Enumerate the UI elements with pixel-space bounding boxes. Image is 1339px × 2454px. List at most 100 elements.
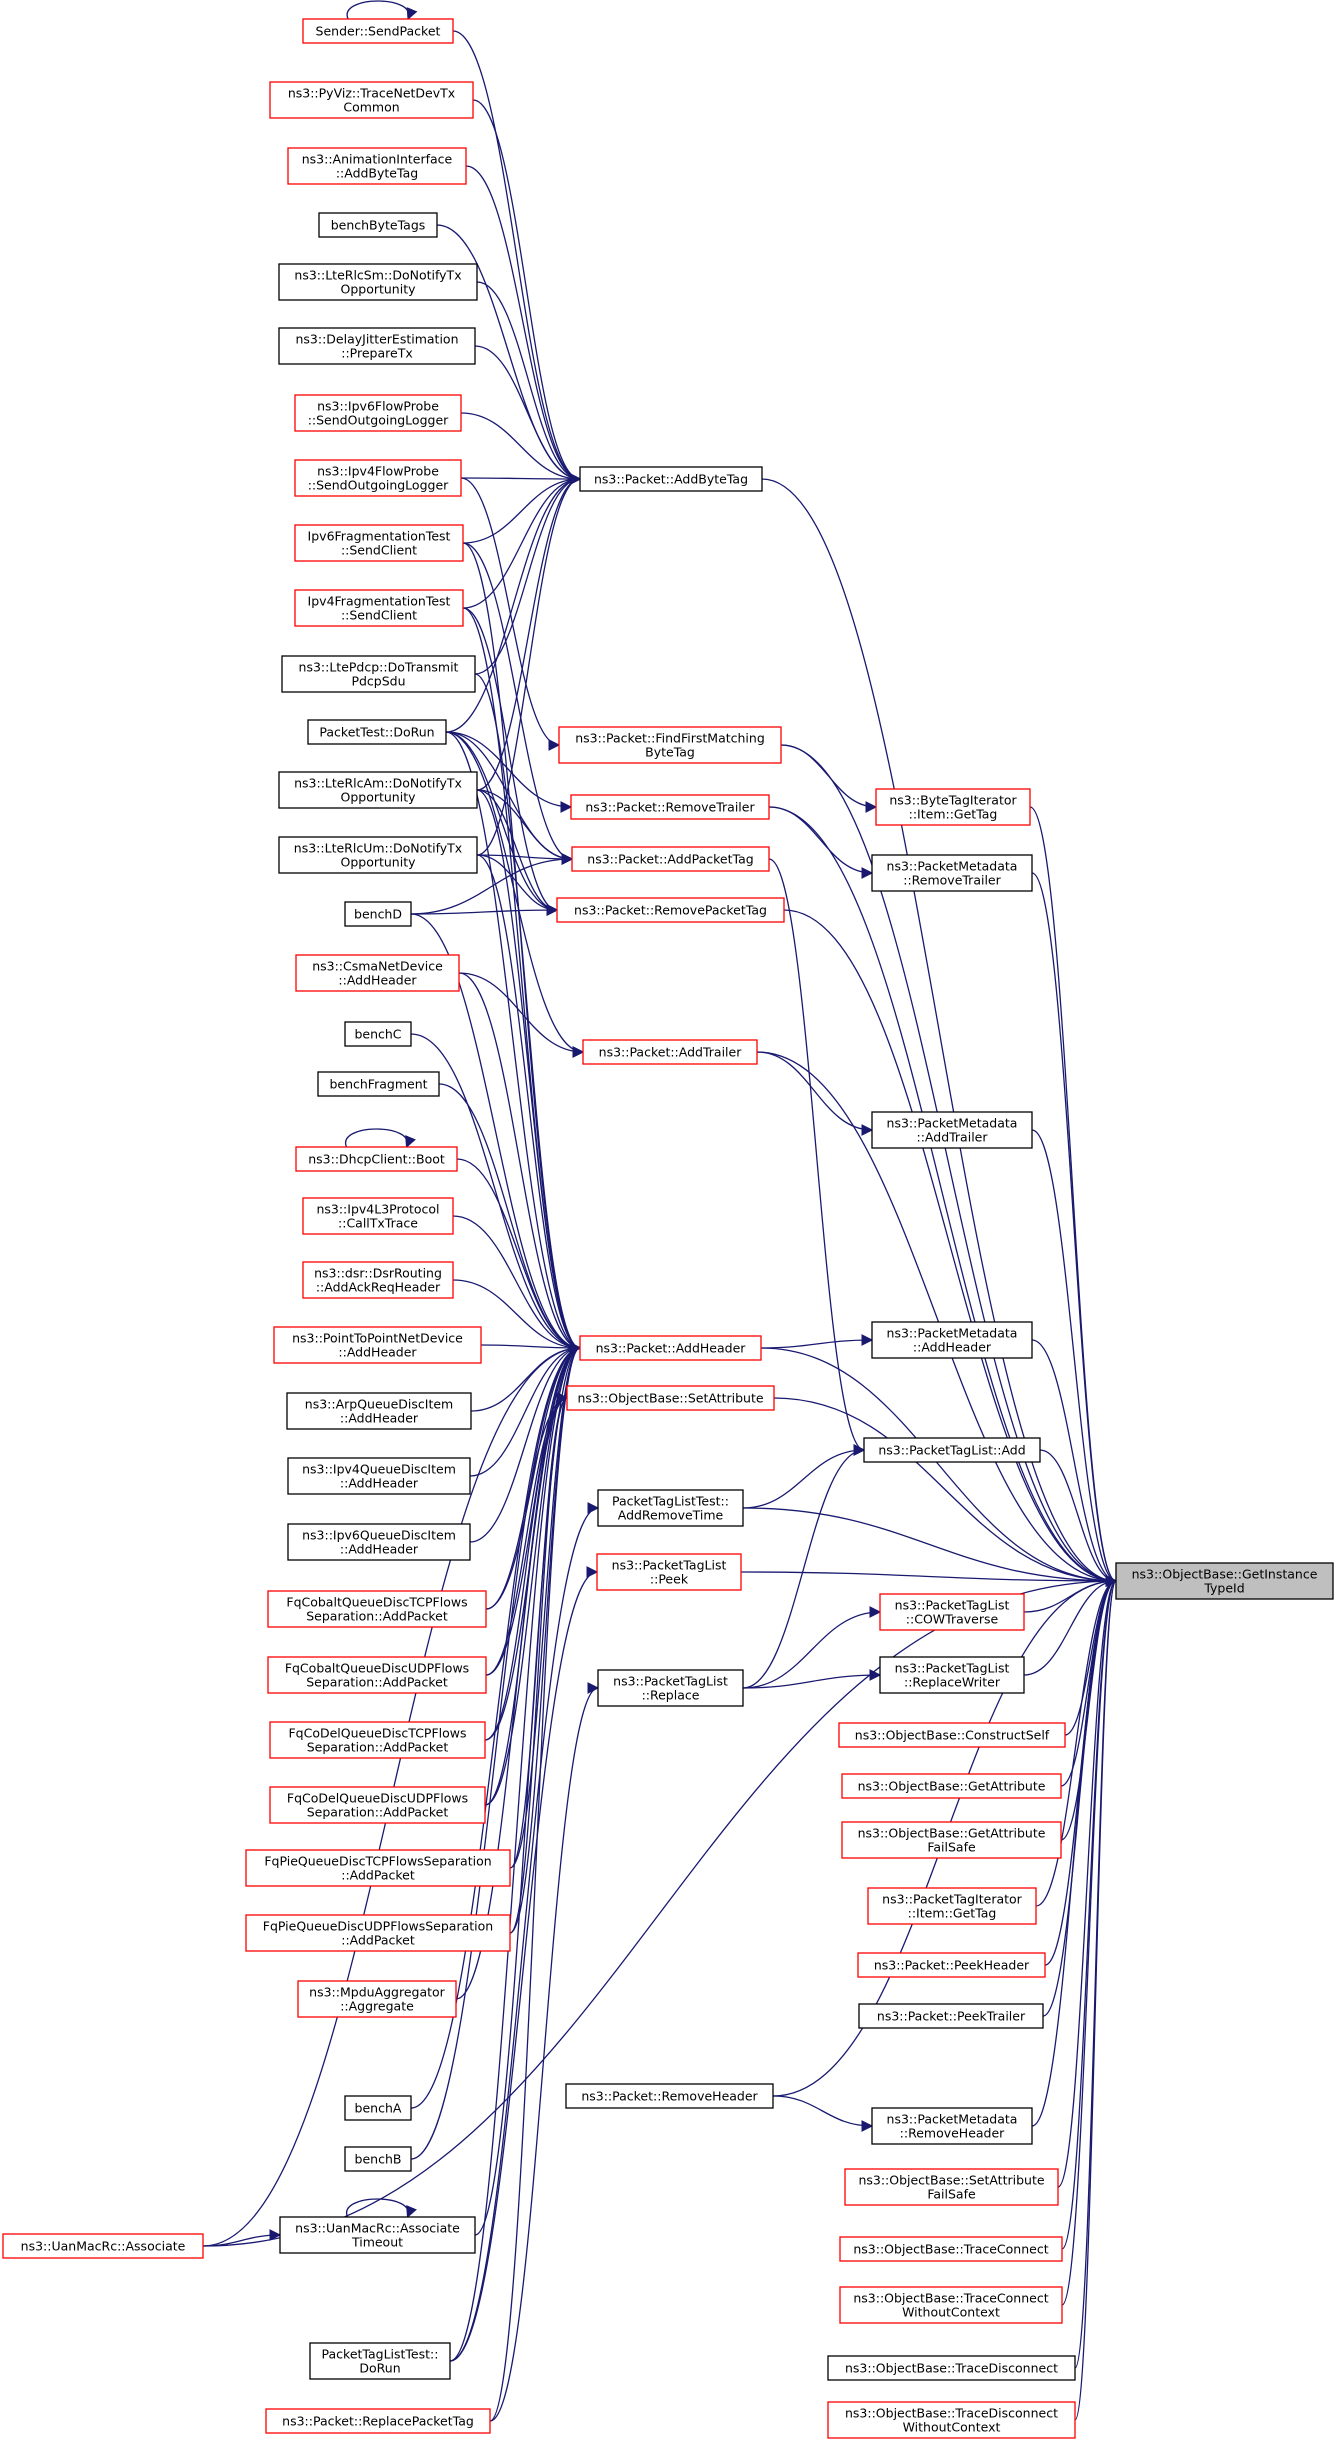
node-tracedisc[interactable]: ns3::ObjectBase::TraceDisconnect (827, 2355, 1076, 2381)
node-ptlrw[interactable]: ns3::PacketTagList::ReplaceWriter (879, 1656, 1025, 1694)
node-sender[interactable]: Sender::SendPacket (302, 18, 454, 44)
node-box (302, 1261, 454, 1299)
node-benchd[interactable]: benchD (344, 901, 412, 927)
node-addheader[interactable]: ns3::Packet::AddHeader (579, 1335, 762, 1361)
node-box (566, 1385, 775, 1411)
node-fqcobudp[interactable]: FqCobaltQueueDiscUDPFlowsSeparation::Add… (267, 1656, 487, 1694)
node-constructself[interactable]: ns3::ObjectBase::ConstructSelf (838, 1722, 1066, 1748)
edge-dhcp-self-loop (345, 1128, 416, 1149)
node-uanassoc[interactable]: ns3::UanMacRc::Associate (2, 2233, 204, 2259)
node-traceconn[interactable]: ns3::ObjectBase::TraceConnect (839, 2236, 1063, 2262)
node-label: WithoutContext (902, 2305, 1000, 2320)
node-ipv4fp[interactable]: ns3::Ipv4FlowProbe::SendOutgoingLogger (294, 459, 462, 497)
node-setattr[interactable]: ns3::ObjectBase::SetAttribute (566, 1385, 775, 1411)
node-label: Ipv6FragmentationTest (308, 529, 451, 544)
node-label: ns3::PacketTagList (612, 1558, 727, 1573)
node-tracediscwc[interactable]: ns3::ObjectBase::TraceDisconnectWithoutC… (827, 2401, 1076, 2439)
node-pkttest[interactable]: PacketTest::DoRun (307, 719, 447, 745)
node-getattr[interactable]: ns3::ObjectBase::GetAttribute (841, 1773, 1062, 1799)
node-label: ns3::LteRlcUm::DoNotifyTx (294, 841, 462, 856)
node-box (597, 1669, 744, 1707)
node-delay[interactable]: ns3::DelayJitterEstimation::PrepareTx (278, 327, 476, 365)
edge-fqpieudp-to-setattr (509, 1392, 569, 1934)
edge-fqcodtcp-to-setattr (484, 1392, 569, 1741)
node-benchbyte[interactable]: benchByteTags (318, 212, 438, 238)
node-ptltest[interactable]: PacketTagListTest::AddRemoveTime (597, 1489, 744, 1527)
node-label: ::AddPacket (341, 1933, 415, 1948)
node-removeh[interactable]: ns3::Packet::RemoveHeader (565, 2083, 774, 2109)
node-label: ns3::PacketTagList (613, 1674, 728, 1689)
node-dsr[interactable]: ns3::dsr::DsrRouting::AddAckReqHeader (302, 1261, 454, 1299)
node-ipv4frag[interactable]: Ipv4FragmentationTest::SendClient (294, 589, 464, 627)
node-peekh[interactable]: ns3::Packet::PeekHeader (857, 1952, 1046, 1978)
node-box (318, 212, 438, 238)
node-label: ns3::PyViz::TraceNetDevTx (288, 86, 455, 101)
edge-benchd-to-addpackettag (410, 853, 574, 915)
node-fqpietcp[interactable]: FqPieQueueDiscTCPFlowsSeparation::AddPac… (245, 1849, 511, 1887)
node-btiget[interactable]: ns3::ByteTagIterator::Item::GetTag (875, 788, 1031, 826)
node-fqcodtcp[interactable]: FqCoDelQueueDiscTCPFlowsSeparation::AddP… (269, 1721, 486, 1759)
node-mpdu[interactable]: ns3::MpduAggregator::Aggregate (297, 1980, 457, 2018)
node-csma[interactable]: ns3::CsmaNetDevice::AddHeader (295, 954, 460, 992)
node-bencha[interactable]: benchA (344, 2095, 412, 2121)
node-ipv6frag[interactable]: Ipv6FragmentationTest::SendClient (294, 524, 464, 562)
node-label: FqCoDelQueueDiscTCPFlows (288, 1726, 466, 1741)
node-pmaddh[interactable]: ns3::PacketMetadata::AddHeader (871, 1321, 1033, 1359)
edge-ipv4fp-to-findfirst (460, 477, 561, 751)
node-removepackettag[interactable]: ns3::Packet::RemovePacketTag (556, 897, 785, 923)
node-box (273, 1326, 482, 1364)
node-benchb[interactable]: benchB (344, 2146, 412, 2172)
node-ipv6fp[interactable]: ns3::Ipv6FlowProbe::SendOutgoingLogger (294, 394, 462, 432)
node-removetrailer[interactable]: ns3::Packet::RemoveTrailer (570, 794, 770, 820)
node-benchc[interactable]: benchC (344, 1021, 412, 1047)
node-fqcobtcp[interactable]: FqCobaltQueueDiscTCPFlowsSeparation::Add… (267, 1590, 487, 1628)
node-label: ns3::ObjectBase::SetAttribute (858, 2173, 1044, 2188)
edge-ptlreplace-to-ptlrw (742, 1669, 882, 1689)
node-pmremtr[interactable]: ns3::PacketMetadata::RemoveTrailer (871, 854, 1033, 892)
node-peekt[interactable]: ns3::Packet::PeekTrailer (858, 2003, 1044, 2029)
node-ipv6q[interactable]: ns3::Ipv6QueueDiscItem::AddHeader (287, 1523, 471, 1561)
node-ptladd[interactable]: ns3::PacketTagList::Add (863, 1437, 1041, 1463)
edge-pkttest-to-addheader (445, 731, 582, 1354)
node-ipv4q[interactable]: ns3::Ipv4QueueDiscItem::AddHeader (287, 1457, 471, 1495)
node-ptlreplace[interactable]: ns3::PacketTagList::Replace (597, 1669, 744, 1707)
node-box (297, 1980, 457, 2018)
node-traceconnwc[interactable]: ns3::ObjectBase::TraceConnectWithoutCont… (839, 2286, 1063, 2324)
node-ptiget[interactable]: ns3::PacketTagIterator::Item::GetTag (867, 1887, 1037, 1925)
node-dhcp[interactable]: ns3::DhcpClient::Boot (295, 1146, 458, 1172)
node-label: ::Peek (650, 1572, 689, 1587)
node-anim[interactable]: ns3::AnimationInterface::AddByteTag (287, 147, 467, 185)
node-label: ns3::PacketTagList (895, 1598, 1010, 1613)
node-arpq[interactable]: ns3::ArpQueueDiscItem::AddHeader (286, 1392, 472, 1430)
node-box (839, 2236, 1063, 2262)
node-addpackettag[interactable]: ns3::Packet::AddPacketTag (571, 846, 770, 872)
node-replacepkt[interactable]: ns3::Packet::ReplacePacketTag (265, 2408, 491, 2434)
node-ptlcow[interactable]: ns3::PacketTagList::COWTraverse (879, 1593, 1025, 1631)
node-pmaddtr[interactable]: ns3::PacketMetadata::AddTrailer (871, 1111, 1033, 1149)
node-benchfrag[interactable]: benchFragment (317, 1071, 440, 1097)
node-fqpieudp[interactable]: FqPieQueueDiscUDPFlowsSeparation::AddPac… (245, 1914, 511, 1952)
node-ptltestrun[interactable]: PacketTagListTest::DoRun (309, 2342, 451, 2380)
node-label: Opportunity (340, 790, 416, 805)
node-fqcodudp[interactable]: FqCoDelQueueDiscUDPFlowsSeparation::AddP… (269, 1786, 486, 1824)
edge-findfirst-to-gi (780, 744, 1118, 1587)
node-addbytetag[interactable]: ns3::Packet::AddByteTag (579, 466, 763, 492)
node-p2p[interactable]: ns3::PointToPointNetDevice::AddHeader (273, 1326, 482, 1364)
node-pmremh[interactable]: ns3::PacketMetadata::RemoveHeader (871, 2107, 1033, 2145)
node-ipv4l3[interactable]: ns3::Ipv4L3Protocol::CallTxTrace (302, 1197, 454, 1235)
node-addtrailer[interactable]: ns3::Packet::AddTrailer (582, 1039, 758, 1065)
edge-fqcobudp-to-addheader (485, 1342, 582, 1676)
node-label: FailSafe (927, 1840, 976, 1855)
edge-lteam-to-addpackettag (476, 789, 574, 865)
node-ptlpeek[interactable]: ns3::PacketTagList::Peek (596, 1553, 742, 1591)
